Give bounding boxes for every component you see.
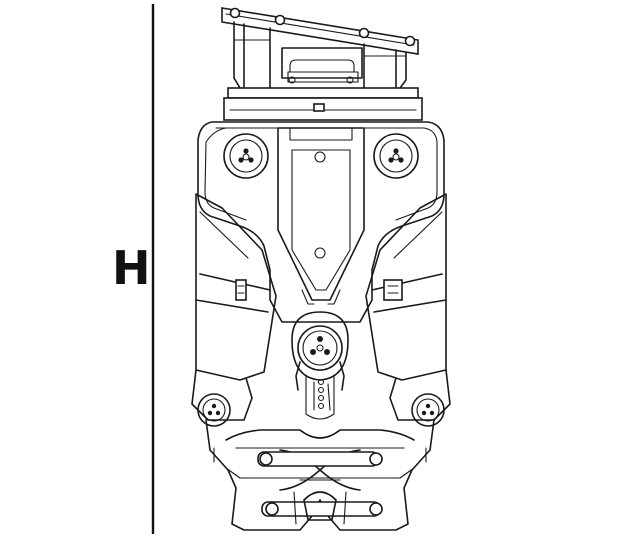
rotation-base [223, 87, 423, 121]
jaw-link-strip [305, 375, 335, 420]
height-dimension: H [112, 4, 155, 534]
height-dimension-label: H [112, 241, 151, 295]
upper-left-pivot [223, 133, 269, 179]
center-pivot [291, 311, 349, 391]
main-body [197, 121, 445, 323]
left-hydraulic-cylinder [191, 193, 277, 421]
right-hydraulic-cylinder [365, 193, 451, 421]
jaw-assembly [205, 419, 435, 531]
lower-right-pivot [411, 393, 445, 427]
lower-left-pivot [197, 393, 231, 427]
upper-right-pivot [373, 133, 419, 179]
top-mounting-bracket [221, 7, 419, 89]
